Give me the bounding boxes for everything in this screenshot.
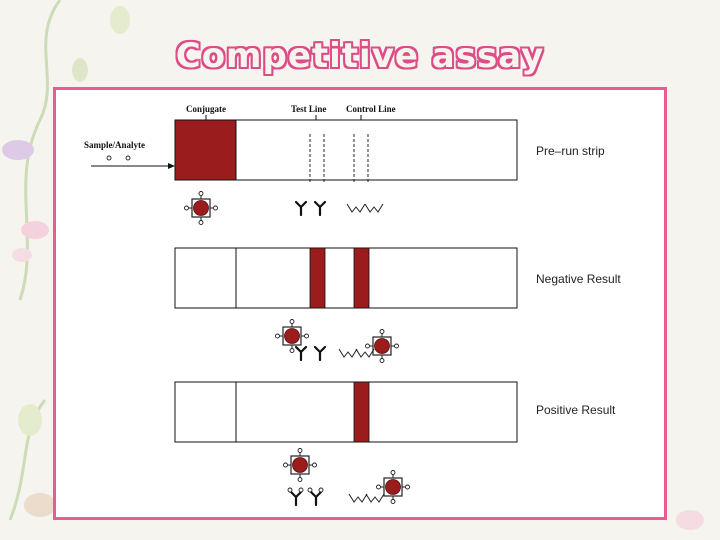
pre-run-label: Pre–run strip [536,144,605,158]
slide-title: Competitive assay [175,36,545,76]
positive-result-label: Positive Result [536,403,616,417]
free-conjugate-molecule [282,447,318,483]
positive-strip [174,381,518,443]
pre-run-strip [174,119,518,182]
competitive-assay-diagram: Conjugate Test Line Control Line Sample/… [84,104,621,507]
control-line-label: Control Line [346,104,396,114]
positive-control-complex [348,469,411,505]
test-line-band [309,247,326,309]
control-line-antibodies [346,203,384,213]
sample-antigens [106,155,131,161]
positive-test-antibodies-with-analyte [287,487,324,507]
negative-strip [174,247,518,309]
sample-analyte-label: Sample/Analyte [84,140,145,150]
conjugate-pad [174,119,237,181]
negative-control-complex [338,328,400,364]
control-line-band-positive [353,381,370,443]
test-line-antibodies [294,200,327,217]
control-line-band [353,247,370,309]
negative-test-complex [274,318,327,362]
diagram-frame: Conjugate Test Line Control Line Sample/… [53,87,667,520]
test-line-label: Test Line [291,104,326,114]
conjugate-label: Conjugate [186,104,226,114]
negative-result-label: Negative Result [536,272,621,286]
conjugate-molecule [183,190,219,226]
